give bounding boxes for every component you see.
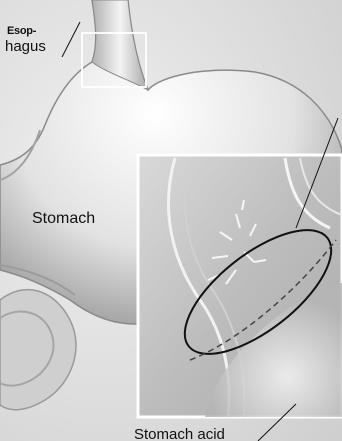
esophagus-label-line1: Esop- (7, 25, 36, 37)
stomach-acid-label: Stomach acid (134, 426, 225, 441)
stomach-label: Stomach (32, 210, 95, 228)
magnified-inset (138, 155, 342, 417)
esophagus-label-line2: hagus (5, 38, 46, 55)
